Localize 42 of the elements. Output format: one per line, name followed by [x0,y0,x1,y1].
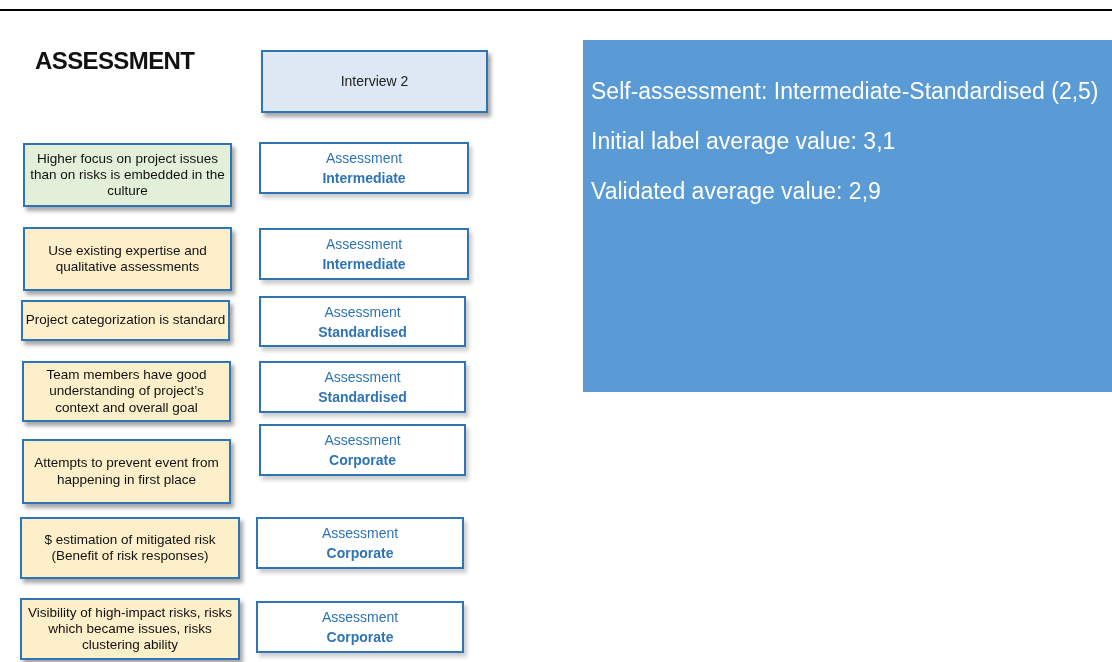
assessment-box [259,142,469,194]
practice-box [21,300,230,341]
assessment-level: Standardised [318,324,407,339]
interview-box [261,50,488,113]
summary-panel [583,40,1112,392]
assessment-box [256,601,464,653]
practice-box [22,439,231,504]
practice-box [23,227,232,291]
assessment-level: Corporate [326,546,394,560]
assessment-level: Intermediate [322,257,406,271]
summary-text: Validated average value: 2,9 [591,177,882,206]
practice-box [23,143,232,207]
assessment-label: Assessment [325,151,403,165]
assessment-label: Assessment [325,237,403,251]
assessment-box [259,424,466,476]
assessment-box [256,517,464,569]
assessment-level: Intermediate [322,171,406,185]
assessment-label: Assessment [321,610,399,624]
page-title: ASSESSMENT [35,46,195,76]
practice-box [20,517,240,579]
practice-text: Team members have good understanding of project’s context and overall goal [45,367,208,416]
practice-box [20,598,240,660]
assessment-box [259,296,466,347]
practice-text: Use existing expertise and qualitative assessments [47,242,208,276]
assessment-label: Assessment [324,304,401,319]
practice-box [22,361,231,422]
practice-text: Attempts to prevent event from happening in first place [33,455,220,488]
assessment-level: Corporate [329,453,396,467]
practice-text: $ estimation of mitigated risk (Benefit of risk responses) [43,531,217,565]
assessment-label: Assessment [324,370,401,384]
assessment-level: Corporate [326,630,394,644]
practice-text: Higher focus on project issues than on risks is embedded in the culture [29,150,226,200]
summary-text: Initial label average value: 3,1 [591,127,897,156]
practice-text: Visibility of high-impact risks, risks which became issues, risks clustering ability [27,604,233,654]
assessment-box [259,361,466,413]
assessment-label: Assessment [324,433,401,447]
assessment-box [259,228,469,280]
summary-text: Self-assessment: Intermediate-Standardised (2,5) [591,77,1100,106]
practice-text: Project categorization is standard [25,312,226,329]
interview-label: Interview 2 [340,72,409,91]
assessment-level: Standardised [318,390,407,404]
assessment-label: Assessment [321,526,399,540]
